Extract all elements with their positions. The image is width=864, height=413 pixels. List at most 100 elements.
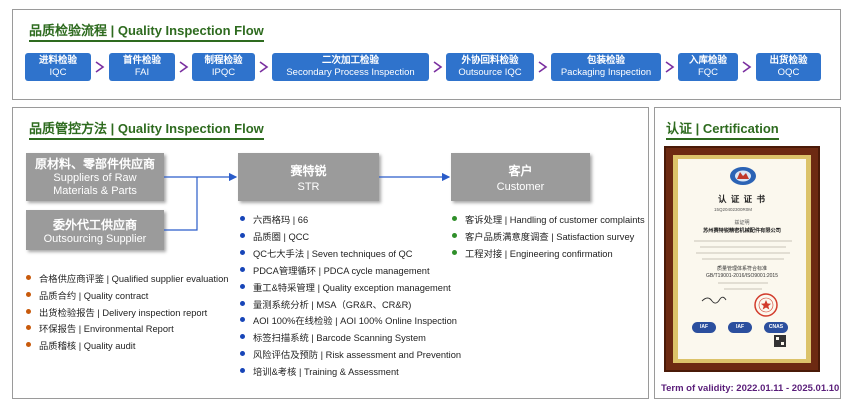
suppliers-en2: Materials & Parts: [53, 185, 137, 197]
flow-arrow-icon: [95, 61, 105, 73]
flow-arrow-icon: [179, 61, 188, 73]
str-item: 标签扫描系统 | Barcode Scanning System: [240, 330, 461, 347]
cert-number: 15Q20402300R0M: [714, 207, 753, 212]
bullet-icon: [240, 334, 245, 340]
flow-title: 品质检验流程 | Quality Inspection Flow: [29, 20, 264, 42]
flow-step-en: IQC: [49, 67, 67, 78]
str-item-text: 重工&特采管理 | Quality exception management: [253, 282, 451, 293]
cert-red-seal: [754, 293, 778, 317]
str-item: 培训&考核 | Training & Assessment: [240, 364, 461, 381]
supplier-list: 合格供应商评鉴 | Qualified supplier evaluation 品…: [26, 271, 228, 355]
customer-list: 客诉处理 | Handling of customer complaints 客户…: [452, 212, 645, 263]
certificate-image: 认 证 证 书 15Q20402300R0M 兹证明 苏州赛特锐精密机械配件有限…: [664, 146, 820, 372]
supplier-item: 品质合约 | Quality contract: [26, 288, 228, 305]
str-list: 六西格玛 | 66 品质圈 | QCC QC七大手法 | Seven techniq…: [240, 212, 461, 381]
bullet-icon: [240, 266, 245, 272]
bullet-icon: [240, 283, 245, 289]
str-item: 六西格玛 | 66: [240, 212, 461, 229]
bullet-icon: [26, 308, 31, 314]
str-item: 量测系统分析 | MSA（GR&R、CR&R): [240, 297, 461, 314]
bullet-icon: [452, 249, 457, 255]
str-item-text: PDCA管理循环 | PDCA cycle management: [253, 265, 430, 276]
flow-step-en: OQC: [777, 67, 800, 78]
bullet-icon: [26, 342, 31, 348]
outsourcing-cn: 委外代工供应商: [52, 218, 137, 232]
bullet-icon: [26, 325, 31, 331]
str-item-text: 量测系统分析 | MSA（GR&R、CR&R): [253, 299, 412, 310]
flow-step-en: FQC: [697, 67, 719, 78]
supplier-item-text: 出货检验报告 | Delivery inspection report: [39, 307, 208, 318]
flow-step-cn: 首件检验: [122, 55, 161, 66]
flow-step-cn: 制程检验: [204, 55, 243, 66]
str-item: 品质圈 | QCC: [240, 229, 461, 246]
supplier-item-text: 环保报告 | Environmental Report: [39, 324, 174, 335]
bullet-icon: [452, 232, 457, 238]
bullet-icon: [240, 300, 245, 306]
flow-step-en: Secondary Process Inspection: [286, 67, 415, 78]
str-item: QC七大手法 | Seven techniques of QC: [240, 246, 461, 263]
flow-arrow-icon: [665, 61, 674, 73]
flow-step-en: IPQC: [211, 67, 236, 78]
method-title: 品质管控方法 | Quality Inspection Flow: [29, 118, 264, 140]
cert-scope-label: 质量管理体系符合标准: [716, 266, 767, 272]
flow-step-en: Outsource IQC: [458, 67, 522, 78]
str-item-text: 风险评估及预防 | Risk assessment and Prevention: [253, 350, 462, 361]
cert-heading: 认 证 证 书: [717, 194, 767, 204]
supplier-item: 出货检验报告 | Delivery inspection report: [26, 305, 228, 322]
suppliers-cn: 原材料、零部件供应商: [34, 157, 155, 171]
outsourcing-box: 委外代工供应商 Outsourcing Supplier: [26, 210, 164, 250]
str-en: STR: [297, 181, 320, 193]
customer-item: 工程对接 | Engineering confirmation: [452, 246, 645, 263]
bullet-icon: [26, 275, 31, 280]
cert-emblem: [730, 167, 756, 185]
supplier-item: 合格供应商评鉴 | Qualified supplier evaluation: [26, 271, 228, 288]
customer-item-text: 客户品质满意度调查 | Satisfaction survey: [465, 231, 635, 242]
customer-item: 客户品质满意度调查 | Satisfaction survey: [452, 229, 645, 246]
flow-step-cn: 进料检验: [38, 55, 77, 66]
cert-logo-1: IAF: [728, 322, 752, 333]
cert-filler-lines: [694, 240, 792, 347]
str-cn: 赛特锐: [290, 164, 327, 178]
flow-step-en: FAI: [134, 67, 150, 78]
customer-box: 客户 Customer: [451, 153, 590, 201]
str-item-text: QC七大手法 | Seven techniques of QC: [253, 248, 413, 259]
flow-arrow-icon: [538, 61, 547, 73]
flow-step-cn: 外协回料检验: [461, 55, 519, 66]
flow-step-cn: 出货检验: [769, 55, 808, 66]
str-item-text: 培训&考核 | Training & Assessment: [253, 367, 399, 378]
cert-logo-2: CNAS: [764, 322, 788, 333]
flow-step-cn: 入库检验: [688, 55, 727, 66]
bullet-icon: [240, 249, 245, 255]
supplier-item-text: 合格供应商评鉴 | Qualified supplier evaluation: [39, 274, 229, 284]
bullet-icon: [240, 216, 245, 221]
str-item-text: 标签扫描系统 | Barcode Scanning System: [253, 333, 426, 344]
customer-item: 客诉处理 | Handling of customer complaints: [452, 212, 645, 229]
str-item-text: 品质圈 | QCC: [253, 231, 310, 242]
str-item: 风险评估及预防 | Risk assessment and Prevention: [240, 347, 461, 364]
customer-item-text: 客诉处理 | Handling of customer complaints: [465, 215, 645, 225]
supplier-item-text: 品质稽核 | Quality audit: [39, 341, 136, 352]
bullet-icon: [240, 368, 245, 374]
flow-step-en: Packaging Inspection: [560, 67, 652, 78]
supplier-item-text: 品质合约 | Quality contract: [39, 290, 149, 301]
str-item-text: 六西格玛 | 66: [253, 215, 309, 225]
suppliers-box: 原材料、零部件供应商 Suppliers of Raw Materials & …: [26, 153, 164, 201]
str-item: AOI 100%在线检验 | AOI 100% Online Inspectio…: [240, 313, 461, 330]
cert-qr-code: [774, 335, 786, 347]
outsourcing-en: Outsourcing Supplier: [43, 233, 147, 245]
bullet-icon: [26, 291, 31, 297]
str-box: 赛特锐 STR: [238, 153, 379, 201]
customer-cn: 客户: [508, 164, 533, 178]
supplier-item: 品质稽核 | Quality audit: [26, 338, 228, 355]
flow-arrow-icon: [433, 61, 442, 73]
certificate-paper: 认 证 证 书 15Q20402300R0M 兹证明 苏州赛特锐精密机械配件有限…: [678, 159, 806, 359]
